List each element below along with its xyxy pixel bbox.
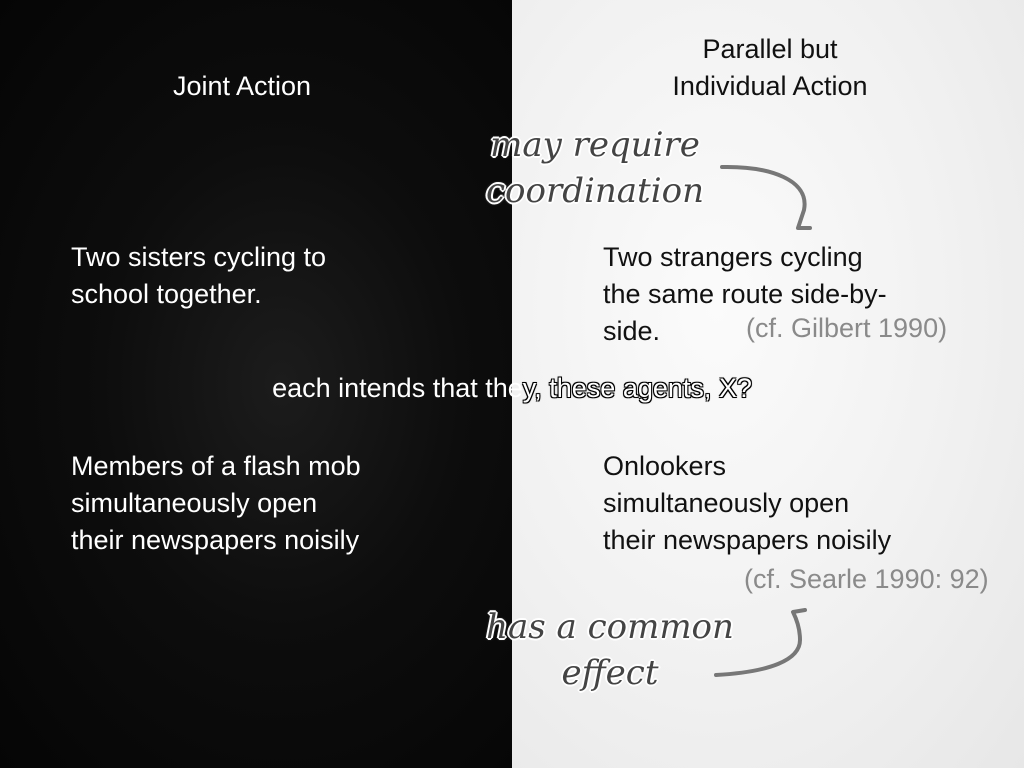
gilbert-citation: (cf. Gilbert 1990) — [746, 313, 948, 343]
individual-action-heading: Parallel but Individual Action — [672, 34, 868, 101]
common-effect-annotation: has a common effect — [486, 607, 734, 693]
intention-question-right: y, these agents, X? — [522, 373, 752, 403]
joint-action-panel — [0, 0, 512, 768]
strangers-example: Two strangers cycling the same route sid… — [603, 242, 887, 346]
intention-question: each intends that they, these agents, X? — [0, 370, 1024, 407]
joint-action-heading: Joint Action — [172, 71, 312, 101]
intention-question-left: each intends that the — [272, 373, 523, 403]
coordination-annotation: may require coordination — [486, 125, 704, 211]
onlookers-example: Onlookers simultaneously open their news… — [603, 451, 892, 555]
searle-citation: (cf. Searle 1990: 92) — [744, 564, 989, 594]
sisters-example: Two sisters cycling to school together. — [71, 242, 327, 309]
flash-mob-example: Members of a flash mob simultaneously op… — [71, 451, 361, 555]
